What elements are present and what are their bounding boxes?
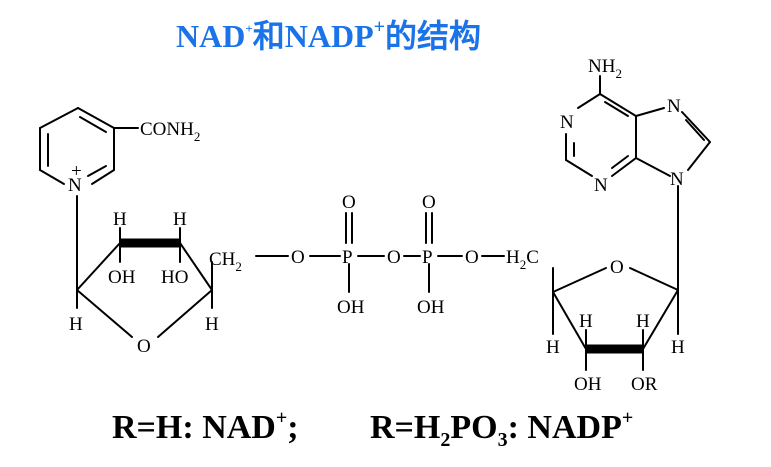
ribose2-oh-label: OH [574,374,602,395]
adenine-n9-label: N [670,169,684,190]
ribose2-h-c3: H [579,311,593,332]
ribose2-h2c-label: H2C [506,247,539,272]
ribose1-oh-label: OH [108,267,136,288]
phosphate-p2: P [422,247,433,268]
caption-nad: R=H: NAD+; [112,407,299,446]
phosphate-p1-oxo: O [342,192,356,213]
caption-nadp: R=H2PO3: NADP+ [370,407,633,451]
ribose2-h-c1: H [671,337,685,358]
adenine-n1-label: N [560,112,574,133]
ribose1-h-top-right: H [173,209,187,230]
pyrophosphate-bridge [255,212,505,293]
ribose1-ch2-label: CH2 [209,249,242,274]
ribose1-h-top-left: H [113,209,127,230]
ribose2-h-c2: H [636,311,650,332]
adenine-n7-label: N [667,96,681,117]
phosphate-p1: P [342,247,353,268]
ribose2-ring-o: O [610,257,624,278]
phosphate-p1-oh: OH [337,297,365,318]
phosphate-bridge-o: O [387,247,401,268]
adenosine-ribose-ring [552,267,679,371]
ribose1-h-c1: H [69,314,83,335]
phosphate-p2-oxo: O [422,192,436,213]
ribose2-h-c4: H [546,337,560,358]
nicotinamide-charge: + [71,161,82,182]
diagram-title: NAD+和NADP+的结构 [176,16,481,54]
adenine-nh2-label: NH2 [588,56,622,81]
nicotinamide-ribose-ring [76,227,213,338]
nicotinamide-n-label: N [68,175,82,196]
ribose2-or-label: OR [631,374,658,395]
phosphate-o3: O [465,247,479,268]
nicotinamide-ring [39,107,139,185]
ribose1-ring-o: O [137,336,151,357]
adenine-ring [565,75,711,291]
conh2-label: CONH2 [140,119,200,144]
ribose1-h-c4: H [205,314,219,335]
ribose1-ho-label: HO [161,267,188,288]
adenine-n3-label: N [594,175,608,196]
phosphate-o1: O [291,247,305,268]
phosphate-p2-oh: OH [417,297,445,318]
